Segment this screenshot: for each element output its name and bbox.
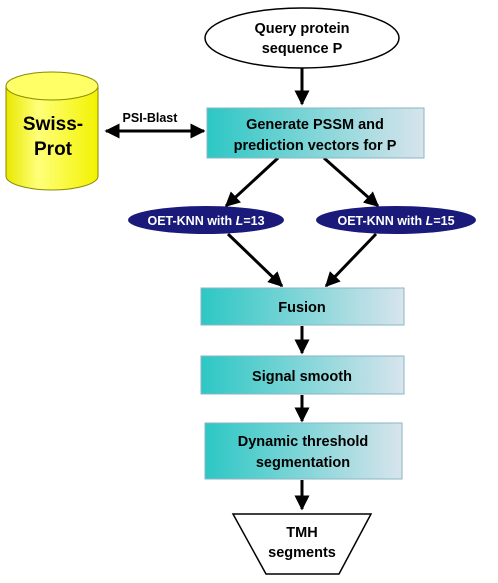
threshold-line1: Dynamic threshold <box>238 434 369 450</box>
connectors <box>104 62 380 511</box>
fusion-label: Fusion <box>278 300 326 316</box>
arrow-right-to-fusion <box>324 232 378 288</box>
threshold-line2: segmentation <box>256 455 350 471</box>
query-line1: Query protein <box>254 21 349 37</box>
query-line2: sequence P <box>262 41 343 57</box>
database-line1: Swiss- <box>23 114 83 135</box>
fusion-box: Fusion <box>200 287 405 326</box>
threshold-box: Dynamic threshold segmentation <box>204 422 403 480</box>
arrow-generate-to-right <box>323 156 380 208</box>
output-line1: TMH <box>286 525 317 541</box>
smooth-label: Signal smooth <box>252 369 352 385</box>
database-cylinder: Swiss- Prot <box>5 71 99 191</box>
oet-knn-right: OET-KNN with L=15 <box>316 206 476 234</box>
query-node: Query protein sequence P <box>204 7 400 69</box>
database-line2: Prot <box>34 139 73 160</box>
generate-box: Generate PSSM and prediction vectors for… <box>206 107 425 159</box>
arrow-left-to-fusion <box>226 232 284 288</box>
psi-blast-label: PSI-Blast <box>123 111 179 125</box>
oet-knn-left: OET-KNN with L=13 <box>128 206 284 234</box>
generate-line1: Generate PSSM and <box>246 117 384 133</box>
output-trapezoid: TMH segments <box>231 513 373 575</box>
generate-line2: prediction vectors for P <box>234 138 397 154</box>
arrow-generate-to-left <box>224 156 280 208</box>
smooth-box: Signal smooth <box>200 355 405 395</box>
oet-right-label: OET-KNN with L=15 <box>337 214 454 228</box>
oet-left-label: OET-KNN with L=13 <box>147 214 264 228</box>
output-line2: segments <box>268 545 336 561</box>
